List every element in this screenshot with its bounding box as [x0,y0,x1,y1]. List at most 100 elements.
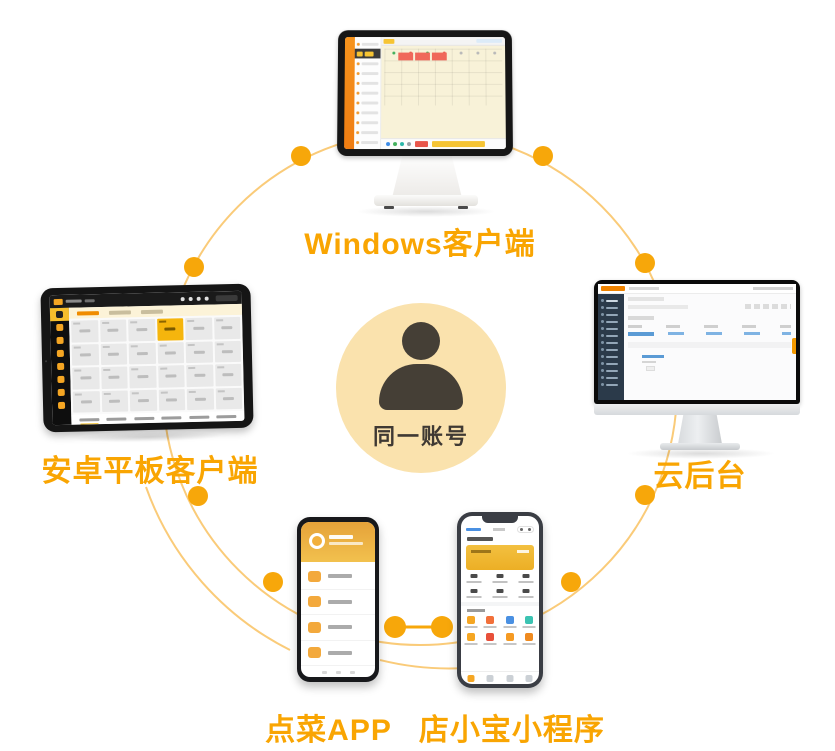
skeleton-cell [520,631,540,648]
admin-user-area-skeleton [753,287,793,290]
section-title-skeleton [461,606,539,614]
skeleton-cell [216,414,237,418]
section-divider [461,602,539,606]
skeleton-cell [461,614,481,631]
skeleton-cell [129,389,157,412]
miniprogram-navbar [461,525,539,534]
skeleton-cell [355,68,381,78]
pos-nav-list [354,37,382,150]
same-account-badge: 同一账号 [336,303,506,473]
admin-table-header-skeleton [628,325,791,328]
pos-stand-base [374,195,478,209]
tablet-table-grid [69,314,245,415]
admin-toolbar-buttons-skeleton [745,304,791,309]
skeleton-cell [72,390,100,413]
admin-sidebar [598,294,624,400]
cloud-backend-caption: 云后台 [653,460,747,493]
skeleton-cell [71,343,99,366]
connection-dot [263,572,283,592]
pos-main-area [381,37,506,150]
skeleton-cell [355,78,381,88]
connection-dot [184,257,204,277]
skeleton-cell [354,137,380,147]
cloud-backend-monitor [592,278,808,460]
tablet-content [68,303,245,425]
skeleton-cell [134,416,155,420]
skeleton-cell [520,672,540,684]
skeleton-cell [51,373,70,386]
monitor-stand-neck [678,415,722,444]
skeleton-cell [158,388,186,411]
skeleton-cell [189,415,210,419]
skeleton-cell [129,365,157,388]
outer-arc-bottom [379,659,466,670]
admin-side-float-tab [792,338,796,354]
store-row-skeleton [461,534,539,543]
mini-program-caption: 店小宝小程序 [418,714,605,747]
feature-icon-grid [461,614,539,648]
skeleton-cell [355,39,381,49]
skeleton-cell [215,387,243,410]
skeleton-cell [598,325,624,332]
skeleton-cell [50,334,69,347]
pos-stand-neck [392,152,462,198]
same-account-label: 同一账号 [372,424,469,449]
miniprogram-screenshot [461,516,539,684]
connection-dot [561,572,581,592]
ordering-app-caption: 点菜APP [265,714,392,747]
store-avatar [309,533,325,549]
skeleton-cell [157,341,185,364]
app-header [301,522,375,562]
skeleton-cell [461,587,487,602]
pos-screen-bezel [337,30,513,156]
connection-dot [188,486,208,506]
skeleton-cell [598,318,624,325]
android-tablet-caption: 安卓平板客户端 [41,455,259,488]
skeleton-cell [354,98,380,108]
skeleton-cell [186,364,214,387]
skeleton-cell [185,341,213,364]
miniprogram-phone [457,512,543,688]
skeleton-cell [156,318,184,341]
windows-pos-terminal [330,24,526,220]
nav-dot [349,671,355,674]
skeleton-cell [487,572,513,587]
skeleton-cell [354,127,380,137]
store-name-skeleton [329,535,353,539]
connection-dot [533,146,553,166]
pos-ground-shadow [356,206,496,217]
skeleton-cell [481,614,501,631]
app-menu-list [301,562,375,668]
admin-row-link-skeleton [628,332,654,336]
skeleton-cell [100,342,128,366]
member-card [466,545,534,570]
tab-pill [108,309,131,315]
skeleton-cell [461,572,487,587]
skeleton-cell [355,58,381,68]
monitor-stand-base [660,443,740,450]
skeleton-cell [128,318,156,341]
admin-detail-link-skeleton [642,355,664,358]
admin-logo [601,286,625,291]
skeleton-cell [598,346,624,353]
admin-row-links-skeleton [668,332,791,335]
admin-filter-bar-skeleton [628,305,688,309]
skeleton-cell [185,317,213,340]
connection-dot [291,146,311,166]
tablet-app-logo-icon [53,298,63,305]
skeleton-cell [461,672,481,684]
android-tablet [40,283,254,444]
monitor-chin [594,404,800,415]
skeleton-cell [598,304,624,311]
skeleton-cell [598,297,624,304]
skeleton-cell [101,389,129,413]
skeleton-cell [301,564,375,590]
tab-pill [140,309,163,314]
admin-breadcrumb-skeleton [629,287,659,290]
tab-pill [76,310,100,316]
skeleton-cell [214,363,242,386]
admin-header [598,284,796,294]
skeleton-cell [598,360,624,367]
phone-notch [482,516,518,523]
